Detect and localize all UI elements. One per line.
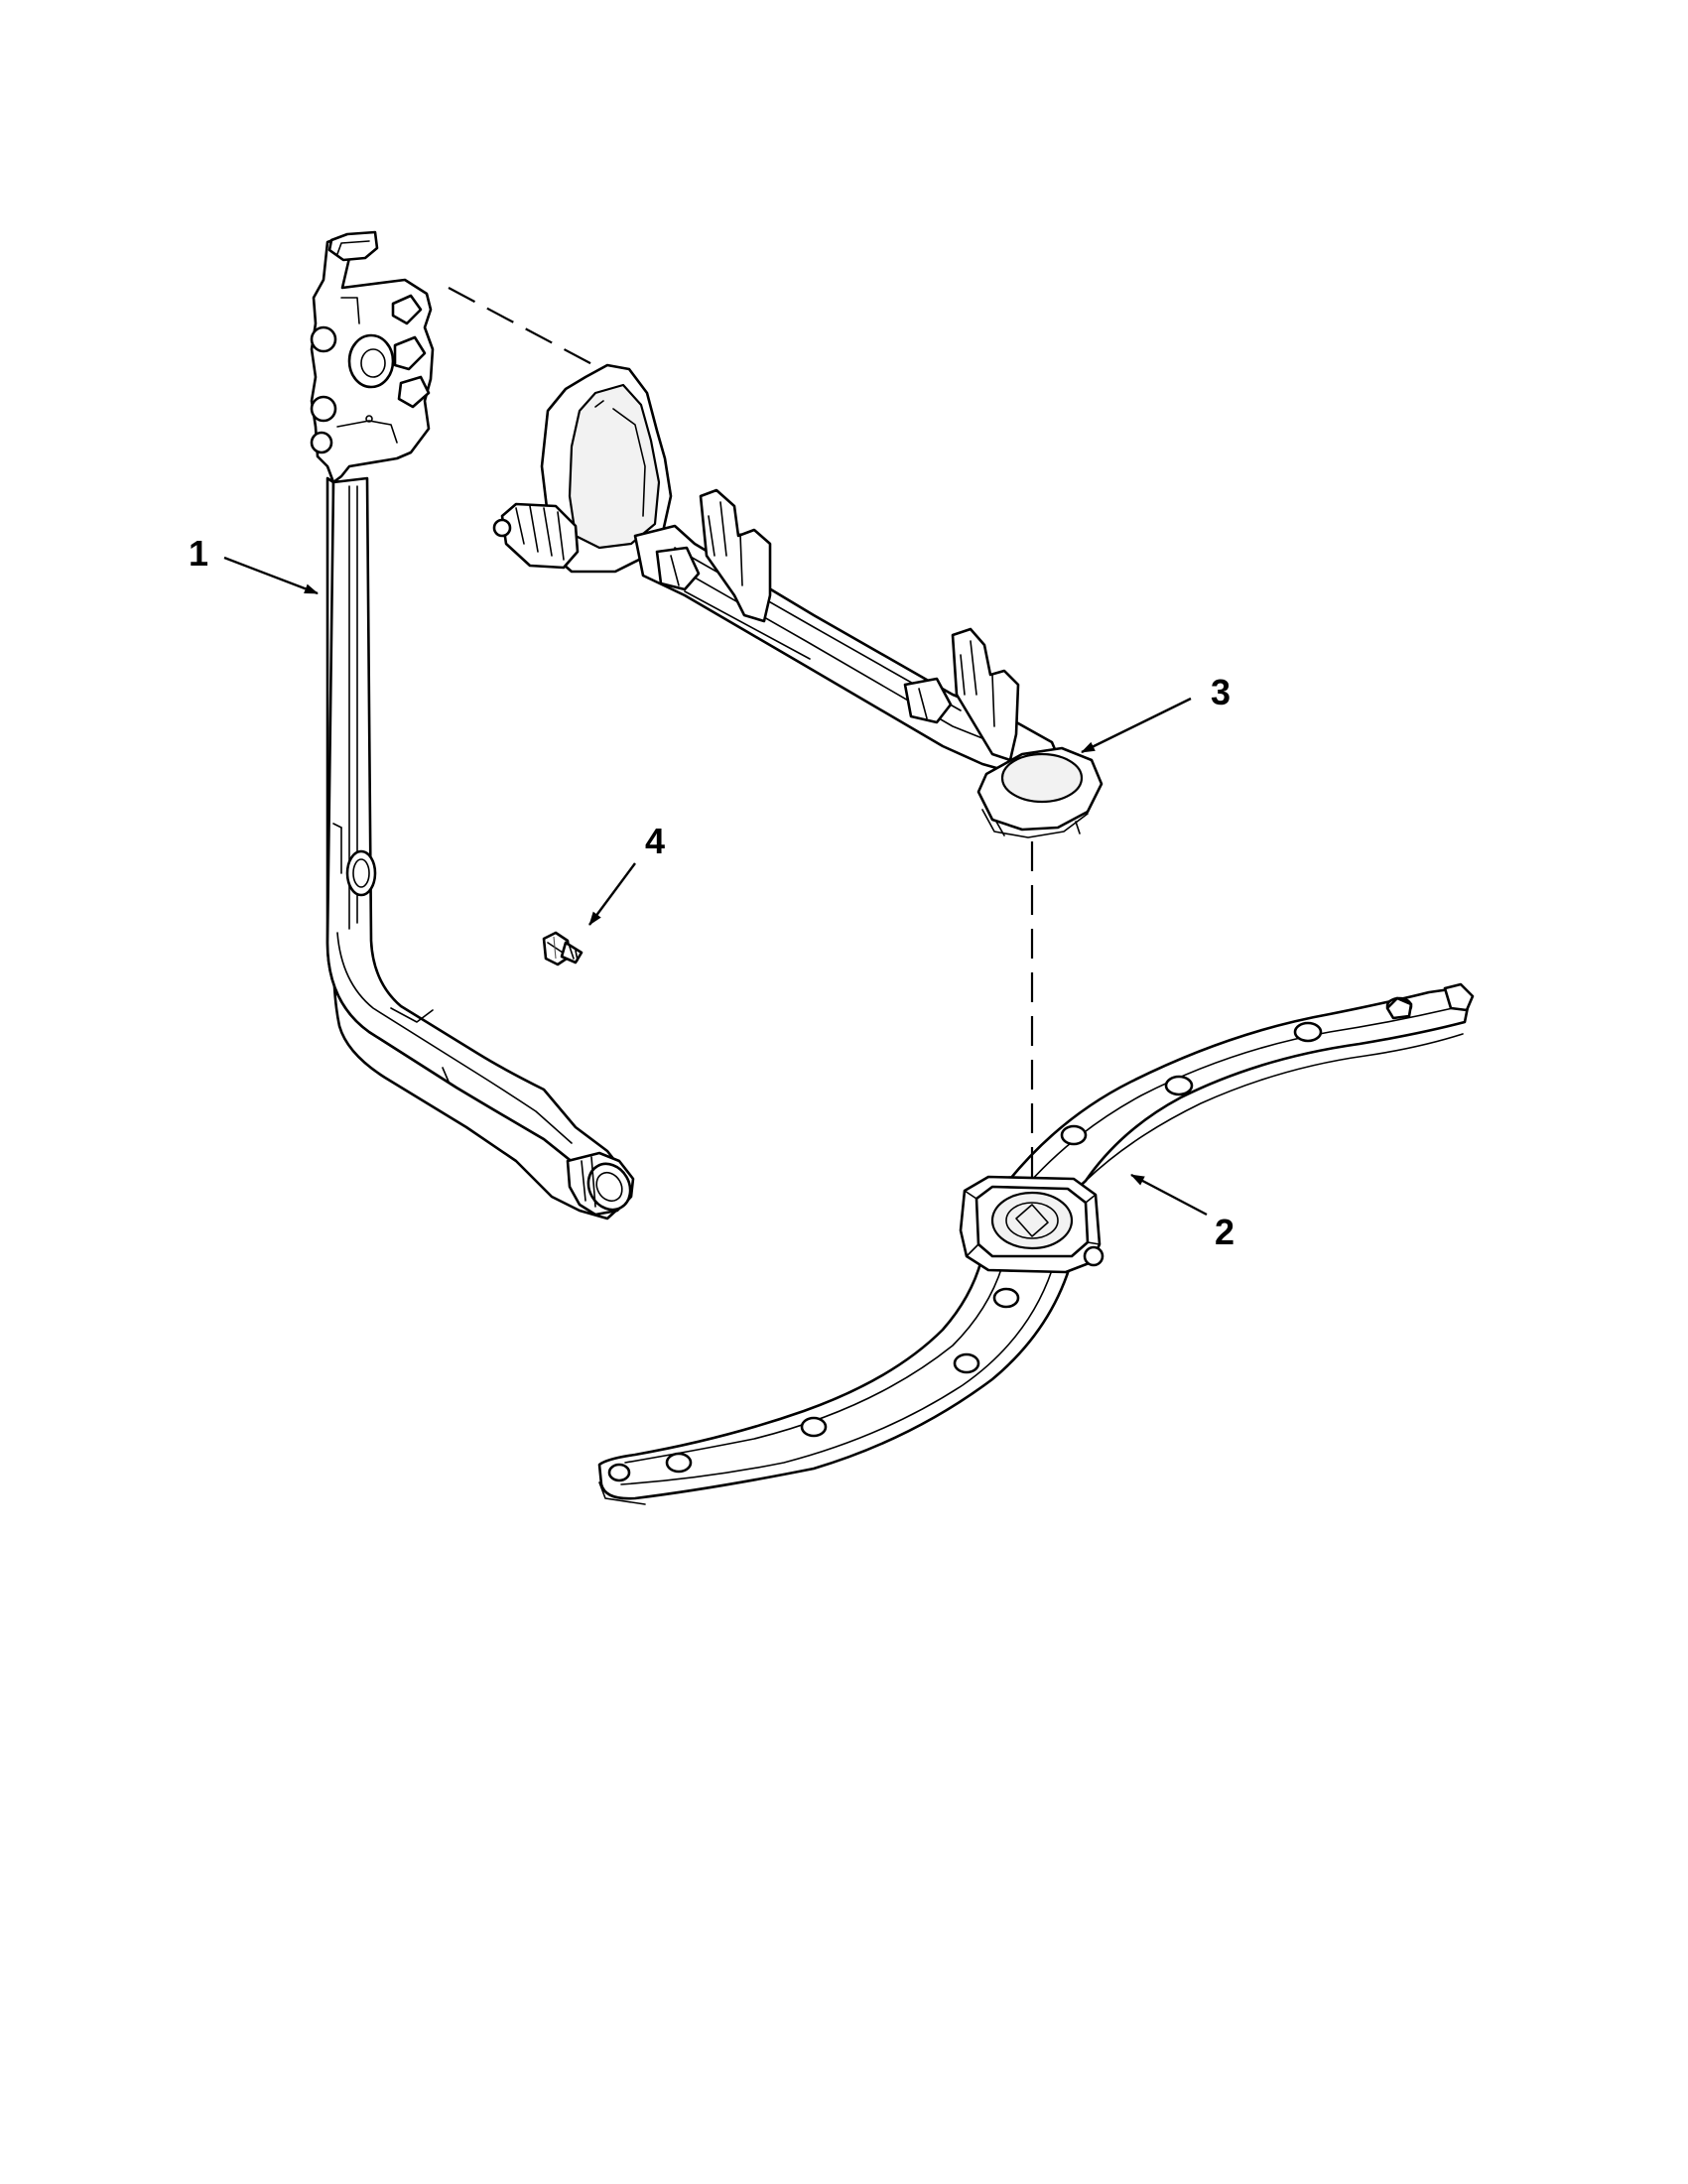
part-4-screw[interactable] (542, 931, 584, 966)
leader-arrow-3 (1081, 697, 1192, 754)
alignment-lines (448, 287, 1034, 1189)
leader-arrow-4 (588, 862, 636, 926)
callout-4[interactable]: 4 (645, 821, 666, 861)
leader-arrow-1 (223, 556, 319, 595)
callout-2[interactable]: 2 (1215, 1212, 1235, 1252)
callout-3[interactable]: 3 (1211, 672, 1232, 712)
part-3-feed-conduit[interactable] (492, 363, 1104, 838)
leader-arrows (223, 556, 1208, 1217)
part-1-supply-tube[interactable] (310, 230, 638, 1220)
callout-1[interactable]: 1 (189, 533, 209, 574)
part-2-spray-arm[interactable] (597, 982, 1475, 1505)
leader-arrow-2 (1130, 1173, 1208, 1217)
